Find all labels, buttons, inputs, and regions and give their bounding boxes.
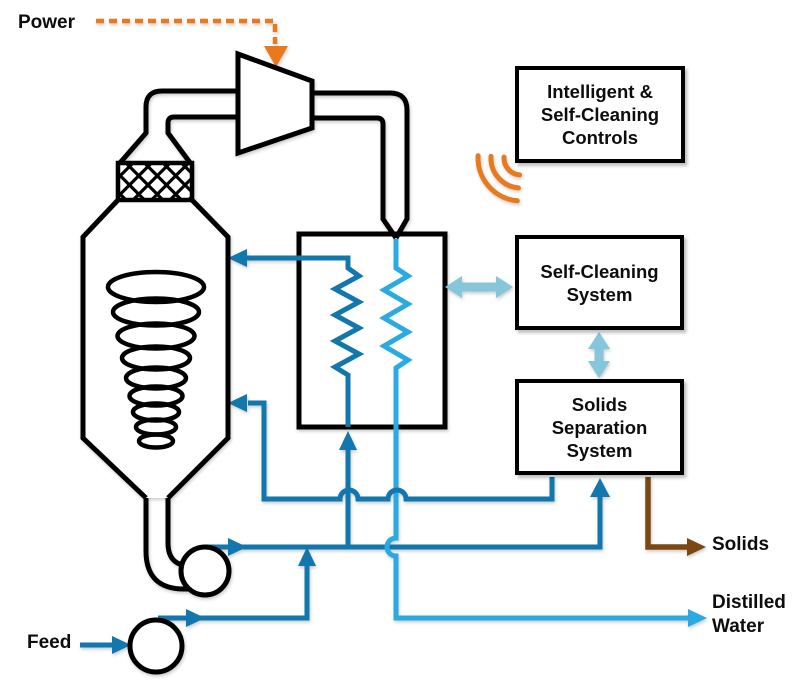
controls-box-line: Self-Cleaning [540,104,660,125]
discharge-pipe-outer [310,90,410,240]
distilled-water-label: Distilled Water [712,591,786,639]
arrowhead-distilled-water [688,609,707,627]
arrowhead-power [264,46,288,67]
solids-label: Solids [712,534,770,555]
arrowhead-discharge [228,538,247,556]
arrowhead-feed-discharge [186,609,205,627]
suction-pipe-inner [165,114,240,166]
feed-recirculation-lines [80,431,610,654]
heat-exchanger-box [296,231,448,430]
feed-label: Feed [27,632,72,653]
controls-box: Intelligent & Self-Cleaning Controls [515,66,685,163]
bottom-pipe-outer [143,498,205,592]
teal-arrowhead-up [588,332,610,349]
arrowhead-into-solids-separation [590,478,610,497]
distilled-water-line [379,239,707,627]
demister-crosshatch [115,160,195,203]
helical-coil [105,269,207,450]
arrowhead-solids [687,538,706,556]
controls-box-line: Controls [561,127,639,148]
arrowhead-feed-join [298,547,316,566]
pump-discharge-line [205,497,603,550]
self-cleaning-box-line: System [566,283,633,305]
arrowhead-into-vessel-upper [228,249,247,267]
suction-pipe-outer [117,88,240,166]
control-link-arrows [445,276,610,378]
solids-separation-box-line: Separation [551,416,648,438]
arrowhead-feed-inlet [112,636,131,654]
discharge-pipe-inner [310,115,399,240]
teal-arrowhead-right [496,276,513,298]
self-cleaning-box-line: Self-Cleaning [540,260,659,282]
feed-pump [127,617,185,675]
vessel-right-edge [166,198,231,500]
feed-pump-discharge-line [158,566,310,621]
heated-feed-line [228,249,365,427]
vessel-left-edge [80,198,148,500]
arrowhead-into-vessel-lower [228,394,247,412]
concentrate-return-line [228,394,555,502]
solids-separation-system-box: Solids Separation System [515,379,684,475]
vessel-and-piping [80,50,410,675]
distilled-water-label-line: Water [712,616,765,637]
teal-arrowhead-left [445,276,462,298]
arrowhead-into-heat-exchanger [339,431,357,450]
solids-separation-box-line: System [566,439,633,461]
compressor [235,50,315,157]
teal-arrowhead-down [588,361,610,378]
solids-line [645,477,706,556]
recirculation-pump [178,544,232,598]
wifi-signal-icon [475,153,522,204]
distilled-water-label-line: Distilled [712,592,786,613]
power-dashed-arrow [96,18,288,67]
solids-separation-box-line: Solids [571,393,628,415]
controls-box-line: Intelligent & [547,81,653,102]
power-label: Power [18,12,76,33]
self-cleaning-system-box: Self-Cleaning System [515,235,684,330]
